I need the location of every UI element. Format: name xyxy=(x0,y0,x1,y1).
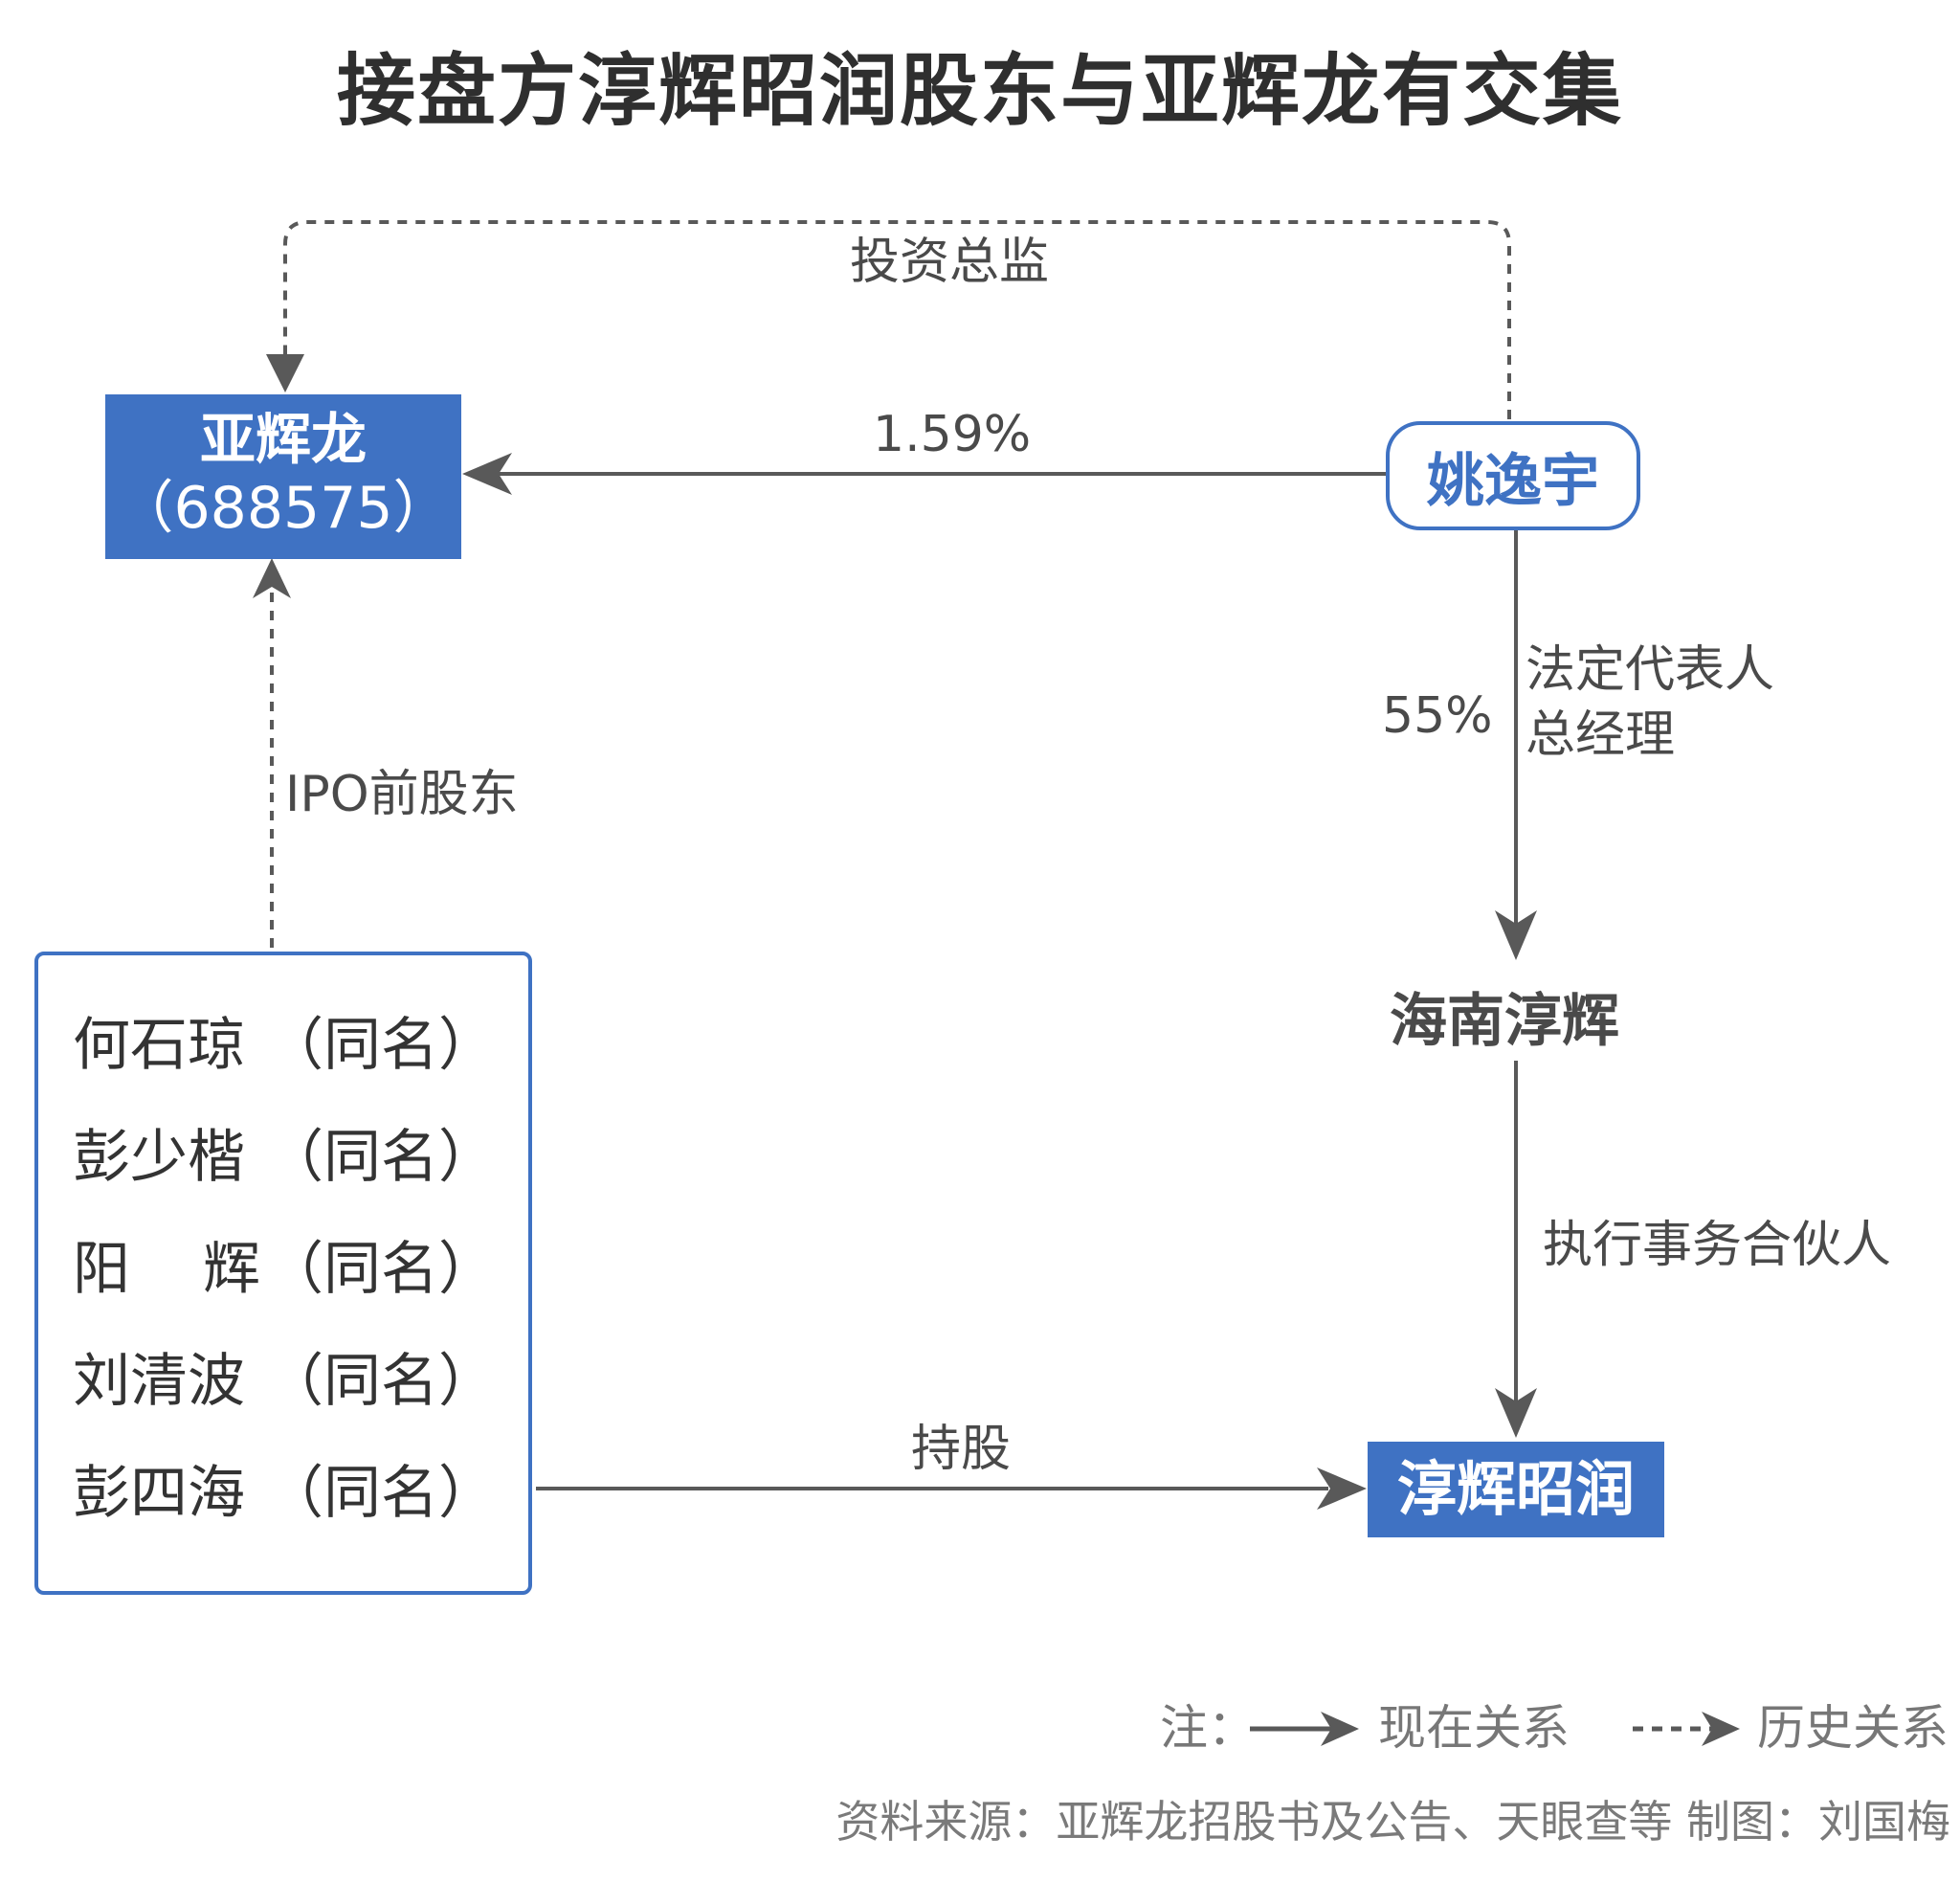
legend-current-label: 现在关系 xyxy=(1378,1700,1570,1756)
hainan-chunhui-node: 海南淳辉 xyxy=(1390,988,1619,1055)
legend-historical-arrowhead xyxy=(1702,1712,1740,1746)
yao-yiyu-node: 姚逸宇 xyxy=(1386,421,1640,530)
shareholder-name: 刘清波 xyxy=(73,1348,245,1415)
shareholder-suffix: （同名） xyxy=(266,1460,496,1527)
holding-arrowhead xyxy=(1317,1468,1367,1510)
shareholder-row: 何石琼（同名） xyxy=(73,1017,496,1074)
shareholder-list-box: 何石琼（同名） 彭少楷（同名） 阳辉（同名） 刘清波（同名） 彭四海（同名） xyxy=(34,952,532,1595)
stake-arrowhead xyxy=(462,453,512,495)
investment-director-label: 投资总监 xyxy=(850,234,1050,291)
ipo-shareholder-arrowhead xyxy=(253,558,291,598)
holding-label: 持股 xyxy=(911,1421,1012,1478)
ipo-shareholder-label: IPO前股东 xyxy=(285,766,519,823)
shareholder-suffix: （同名） xyxy=(266,1236,496,1303)
shareholder-name: 阳辉 xyxy=(73,1236,260,1303)
chart-title: 接盘方淳辉昭润股东与亚辉龙有交集 xyxy=(336,46,1623,137)
yahuilong-name: 亚辉龙 xyxy=(199,407,367,472)
general-manager-label: 总经理 xyxy=(1526,706,1676,764)
yahuilong-node: 亚辉龙 （688575） xyxy=(105,394,461,559)
shareholder-suffix: （同名） xyxy=(266,1012,496,1079)
shareholder-name: 何石琼 xyxy=(73,1012,245,1079)
legal-rep-label: 法定代表人 xyxy=(1526,641,1775,699)
chunhui-zhaorun-node: 淳辉昭润 xyxy=(1368,1442,1664,1537)
investment-director-arrowhead xyxy=(266,354,304,392)
legend-historical-label: 历史关系 xyxy=(1757,1700,1949,1756)
shareholder-row: 阳辉（同名） xyxy=(73,1241,496,1298)
shareholder-row: 刘清波（同名） xyxy=(73,1353,496,1410)
legend-current-arrowhead xyxy=(1321,1712,1359,1746)
investment-director-connector xyxy=(283,220,1511,419)
legend-note: 注： xyxy=(1160,1700,1256,1756)
shareholder-name: 彭少楷 xyxy=(73,1124,245,1191)
hainan-pct-label: 55% xyxy=(1382,687,1493,745)
executive-partner-arrowhead xyxy=(1495,1388,1537,1438)
legal-rep-arrowhead xyxy=(1495,910,1537,960)
shareholder-row: 彭少楷（同名） xyxy=(73,1129,496,1186)
executive-partner-label: 执行事务合伙人 xyxy=(1543,1217,1892,1274)
shareholder-row: 彭四海（同名） xyxy=(73,1465,496,1522)
stake-pct-label: 1.59% xyxy=(873,406,1032,463)
source-credit: 资料来源：亚辉龙招股书及公告、天眼查等 制图：刘国梅 xyxy=(835,1796,1950,1848)
shareholder-suffix: （同名） xyxy=(266,1124,496,1191)
shareholder-name: 彭四海 xyxy=(73,1460,245,1527)
yahuilong-code: （688575） xyxy=(116,474,451,542)
shareholder-suffix: （同名） xyxy=(266,1348,496,1415)
